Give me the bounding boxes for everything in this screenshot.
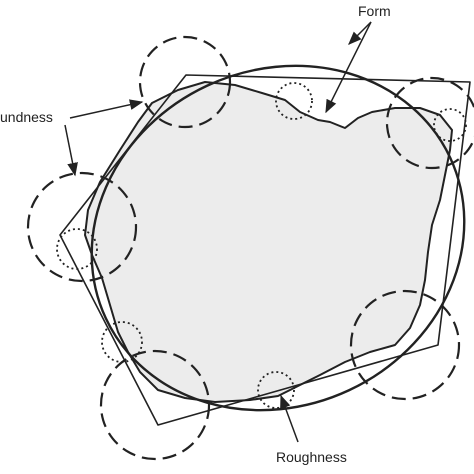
leader-arrows xyxy=(64,21,372,443)
form-arrow-to-outline xyxy=(325,21,372,114)
roughness-label: Roughness xyxy=(276,449,347,465)
roundness-arrow-top xyxy=(69,99,144,119)
form-arrow-to-ellipse xyxy=(348,21,372,45)
particle-outline xyxy=(84,81,453,403)
roundness-circle-bottom-right xyxy=(349,289,461,401)
roundness-circle-left xyxy=(26,171,138,283)
roughness-circle-left xyxy=(56,228,98,270)
roundness-label: undness xyxy=(0,109,53,125)
angular-polygon xyxy=(59,74,471,426)
roundness-circle-bottom-left xyxy=(99,349,211,461)
roughness-circles xyxy=(56,82,467,409)
roundness-arrow-left xyxy=(64,124,78,177)
form-ellipse xyxy=(90,64,466,412)
roughness-circle-right xyxy=(433,108,467,142)
roughness-circle-top xyxy=(275,82,313,120)
roughness-arrow xyxy=(280,394,299,443)
roundness-circle-top xyxy=(138,35,232,129)
roughness-circle-bottom xyxy=(257,371,295,409)
form-label: Form xyxy=(358,3,391,19)
roundness-circles xyxy=(26,35,474,461)
roughness-circle-lower-left xyxy=(101,321,143,363)
roundness-circle-right xyxy=(385,76,474,170)
